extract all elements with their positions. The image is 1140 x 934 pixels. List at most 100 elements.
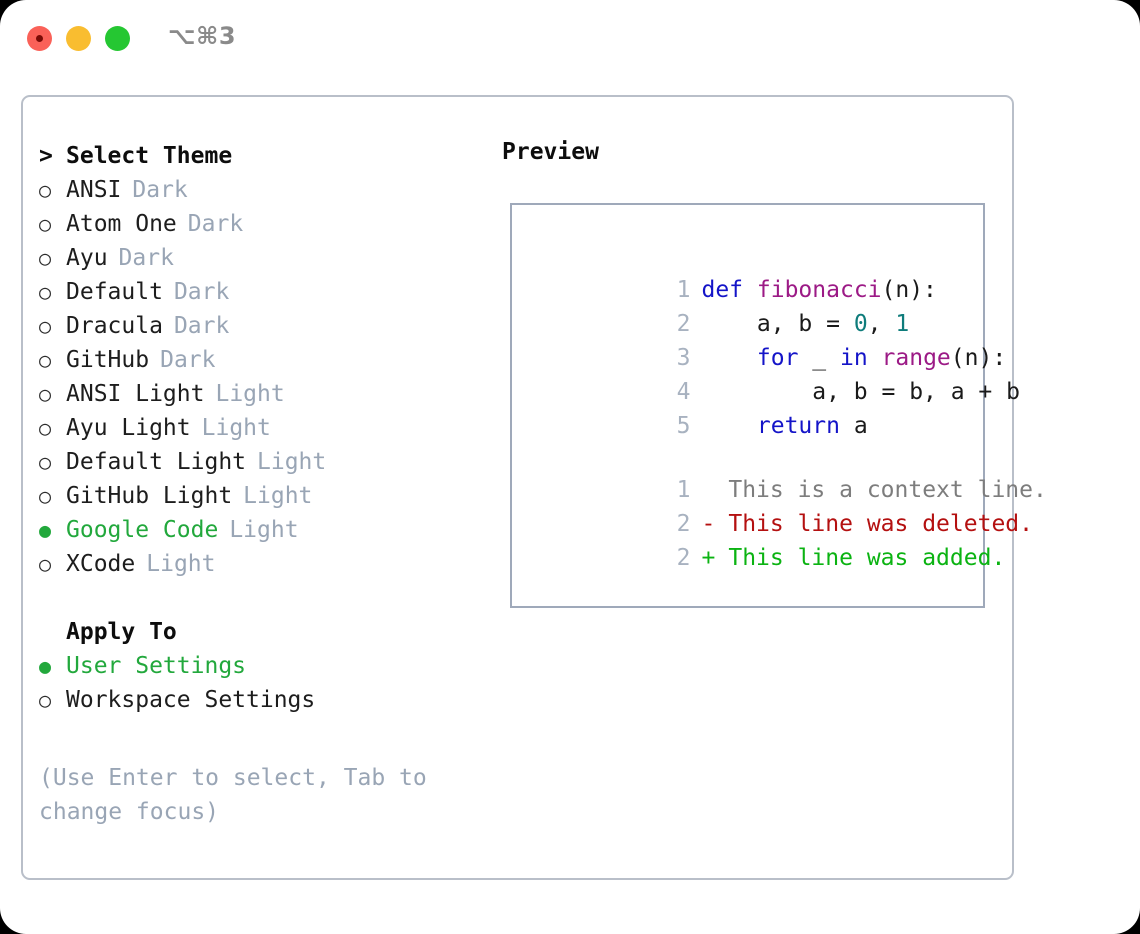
theme-list: > Select Theme ○ ANSI Dark ○ Atom One Da… [39,139,479,717]
diff-sign: + [701,545,716,571]
theme-item-google-code[interactable]: ● Google Code Light [39,513,479,547]
theme-item-tag: Dark [160,347,216,373]
theme-item-label: Dracula [66,313,163,339]
theme-item-default-light[interactable]: ○ Default Light Light [39,445,479,479]
theme-item-tag: Dark [132,177,188,203]
theme-item-label: Google Code [66,517,219,543]
code-line: 3 for _ in range(n): [526,307,1047,371]
code-line: 5 return a [526,375,1047,439]
theme-item-ayu-light[interactable]: ○ Ayu Light Light [39,411,479,445]
radio-off-icon[interactable]: ○ [39,314,52,338]
line-number: 2 [676,511,691,537]
apply-to-workspace-settings[interactable]: ○ Workspace Settings [39,683,479,717]
token-plain: (n): [950,345,1007,371]
theme-item-tag: Dark [187,211,244,237]
token-plain [701,345,756,371]
section-spacer [39,581,479,615]
token-function: fibonacci [756,277,882,303]
token-plain: , [867,311,896,337]
token-function: range [881,345,951,371]
radio-off-icon[interactable]: ○ [39,280,52,304]
theme-item-label: Ayu Light [66,415,191,441]
theme-item-label: Atom One [66,211,177,237]
radio-off-icon[interactable]: ○ [39,416,52,440]
token-keyword: return [756,413,840,439]
theme-item-label: XCode [66,551,136,577]
code-line: 4 a, b = b, a + b [526,341,1047,405]
line-number: 4 [676,379,691,405]
theme-item-tag: Dark [118,245,174,271]
close-button-icon[interactable] [27,26,52,51]
radio-off-icon[interactable]: ○ [39,212,52,236]
theme-item-atom-one[interactable]: ○ Atom One Dark [39,207,479,241]
radio-off-icon[interactable]: ○ [39,484,52,508]
token-plain: a, b = [701,311,854,337]
theme-item-label: ANSI [66,177,122,203]
radio-off-icon[interactable]: ○ [39,688,52,712]
line-number: 2 [676,545,691,571]
token-plain: a [839,413,868,439]
token-plain [701,413,756,439]
theme-item-tag: Light [146,551,216,577]
caret-icon: > [39,143,53,169]
minimize-button-icon[interactable] [66,26,91,51]
preview-title: Preview [502,139,599,165]
diff-text: This line was deleted. [728,511,1033,537]
page-title: Select Theme [66,143,233,169]
theme-item-tag: Dark [173,313,230,339]
theme-item-label: Default [66,279,163,305]
theme-item-tag: Light [229,517,299,543]
theme-item-github[interactable]: ○ GitHub Dark [39,343,479,377]
theme-item-dracula[interactable]: ○ Dracula Dark [39,309,479,343]
keyboard-shortcut-label: ⌥⌘3 [168,22,237,50]
diff-line-context: 1 This is a context line. [526,439,1047,503]
radio-off-icon[interactable]: ○ [39,552,52,576]
diff-sign: - [701,511,716,537]
token-keyword: in [839,345,868,371]
apply-to-title: Apply To [66,619,177,645]
title-bar: ⌥⌘3 [0,0,1140,78]
line-number: 1 [676,277,691,303]
theme-item-label: ANSI Light [66,381,205,407]
theme-item-label: Ayu [66,245,108,271]
theme-list-header: > Select Theme [39,139,479,173]
theme-item-ansi[interactable]: ○ ANSI Dark [39,173,479,207]
token-plain: (n): [881,277,937,303]
apply-to-user-settings[interactable]: ● User Settings [39,649,479,683]
radio-on-icon[interactable]: ● [39,518,52,542]
theme-item-xcode[interactable]: ○ XCode Light [39,547,479,581]
token-plain: a, b = b, a + b [701,379,1020,405]
line-number: 3 [676,345,691,371]
diff-text: This line was added. [728,545,1006,571]
radio-off-icon[interactable]: ○ [39,178,52,202]
line-number: 1 [676,477,691,503]
theme-item-ayu[interactable]: ○ Ayu Dark [39,241,479,275]
window-controls [27,26,130,51]
token-keyword: def [701,277,744,303]
diff-line-added: 2 + This line was added. [526,507,1047,571]
radio-off-icon[interactable]: ○ [39,246,52,270]
radio-off-icon[interactable]: ○ [39,382,52,406]
keyboard-hint-text: (Use Enter to select, Tab to change focu… [39,765,427,825]
maximize-button-icon[interactable] [105,26,130,51]
theme-item-label: GitHub Light [66,483,233,509]
theme-item-ansi-light[interactable]: ○ ANSI Light Light [39,377,479,411]
radio-off-icon[interactable]: ○ [39,348,52,372]
token-number: 1 [895,311,910,337]
radio-off-icon[interactable]: ○ [39,450,52,474]
apply-to-header: Apply To [39,615,479,649]
theme-item-default[interactable]: ○ Default Dark [39,275,479,309]
apply-to-option-label: User Settings [66,653,247,679]
diff-text: This is a context line. [728,477,1047,503]
code-line: 2 a, b = 0, 1 [526,273,1047,337]
diff-line-deleted: 2-This line was deleted. [526,473,1047,537]
token-plain [868,345,882,371]
theme-item-github-light[interactable]: ○ GitHub Light Light [39,479,479,513]
line-number: 2 [676,311,691,337]
theme-item-label: GitHub [66,347,150,373]
radio-on-icon[interactable]: ● [39,654,52,678]
token-plain: _ [798,345,840,371]
